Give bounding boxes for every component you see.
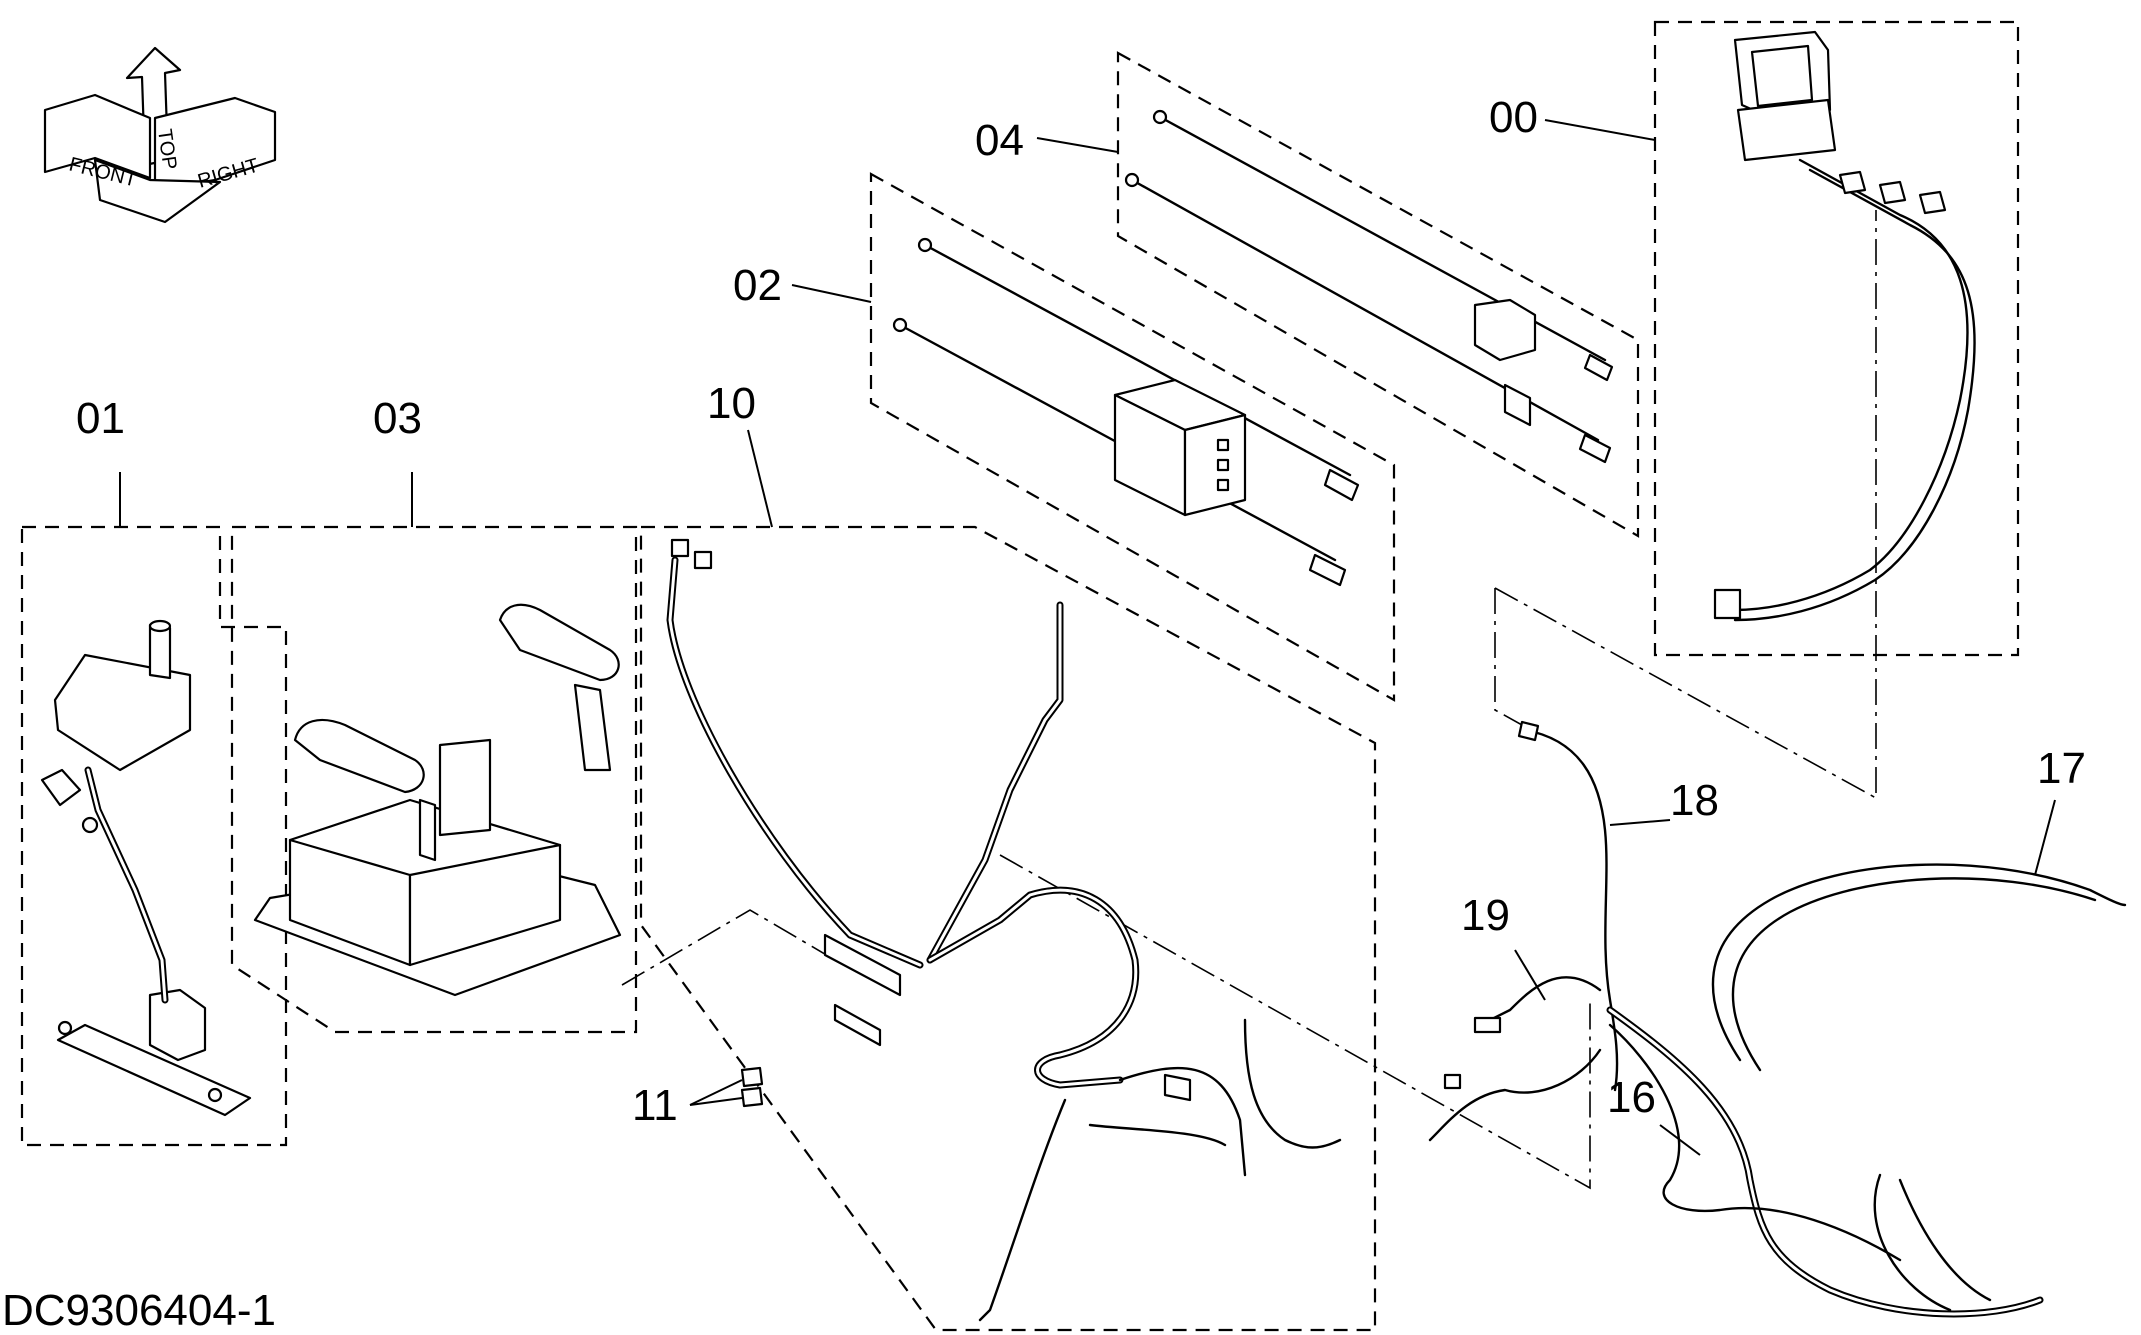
part-03-seat-armrests bbox=[253, 603, 622, 997]
part-17-harness bbox=[1711, 863, 2127, 1072]
item-label-00: 00 bbox=[1489, 93, 1538, 142]
group-outline-01 bbox=[20, 525, 288, 1147]
part-02-control-box bbox=[892, 237, 1360, 587]
leader-lines bbox=[119, 119, 2056, 1156]
group-outline-02 bbox=[869, 172, 1396, 702]
part-00-monitor bbox=[1713, 30, 1976, 622]
item-label-17: 17 bbox=[2037, 744, 2086, 793]
group-outline-03 bbox=[230, 525, 638, 1034]
reference-line-18 bbox=[1494, 210, 1877, 800]
item-label-16: 16 bbox=[1607, 1073, 1656, 1122]
part-10-main-harness bbox=[666, 538, 1342, 1322]
part-19-harness bbox=[1428, 976, 1602, 1142]
drawing-number: DC9306404-1 bbox=[2, 1286, 276, 1335]
item-label-19: 19 bbox=[1461, 891, 1510, 940]
item-label-03: 03 bbox=[373, 394, 422, 443]
group-outline-04 bbox=[1116, 51, 1640, 538]
group-outline-10 bbox=[639, 525, 1377, 1332]
item-label-10: 10 bbox=[707, 379, 756, 428]
item-label-18: 18 bbox=[1670, 776, 1719, 825]
part-11-connectors bbox=[740, 1066, 764, 1108]
part-01-control-lever bbox=[40, 619, 252, 1117]
item-label-11: 11 bbox=[632, 1081, 678, 1130]
part-04-harness bbox=[1124, 109, 1614, 464]
item-label-04: 04 bbox=[975, 116, 1024, 165]
part-16-harness bbox=[1606, 1006, 2044, 1318]
item-label-01: 01 bbox=[76, 394, 125, 443]
part-18-harness bbox=[1517, 720, 1619, 1092]
group-outline-00 bbox=[1653, 20, 2020, 657]
reference-line-18-left bbox=[1494, 588, 1541, 736]
orientation-indicator: TOP FRONT RIGHT bbox=[43, 46, 277, 224]
reference-line-03-10 bbox=[621, 909, 836, 986]
item-label-02: 02 bbox=[733, 261, 782, 310]
